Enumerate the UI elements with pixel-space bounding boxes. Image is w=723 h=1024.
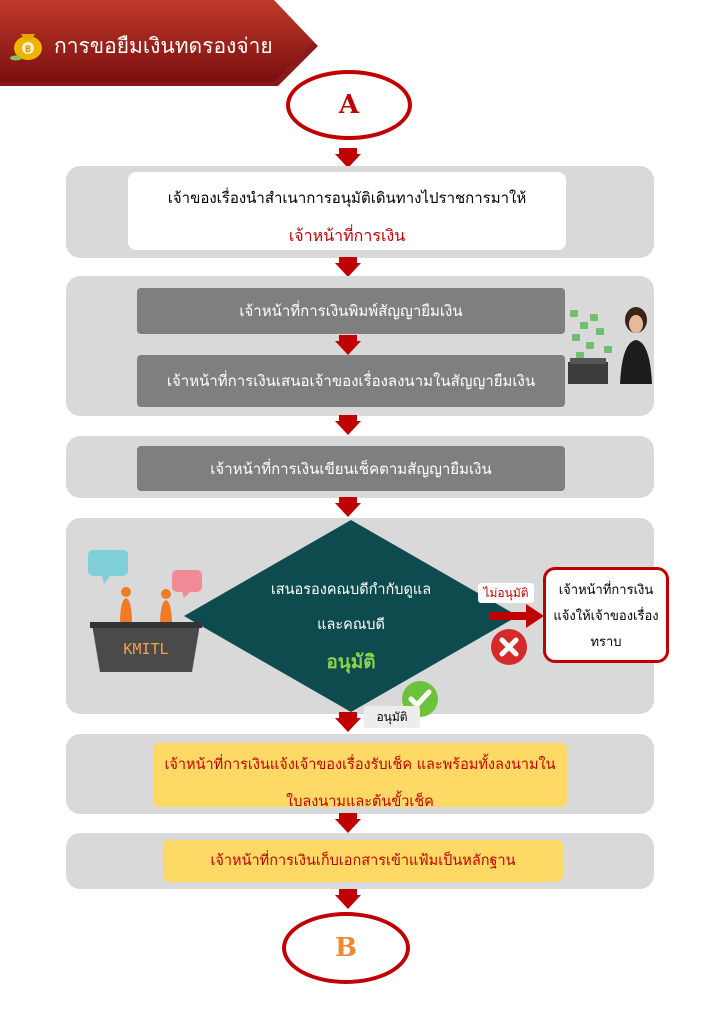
svg-text:฿: ฿ (25, 44, 31, 55)
reject-x-icon (491, 629, 527, 665)
reject-label: ไม่อนุมัติ (478, 583, 534, 603)
podium-logo-text: KMITL (123, 640, 169, 658)
start-label: A (338, 90, 360, 120)
step1-box: เจ้าของเรื่องนำสำเนาการอนุมัติเดินทางไปร… (128, 172, 566, 250)
flow-arrow (335, 497, 361, 517)
page-title: การขอยืมเงินทดรองจ่าย (54, 34, 273, 58)
flow-arrow (335, 813, 361, 833)
decision-text-3: อนุมัติ (326, 651, 376, 673)
step4-box: เจ้าหน้าที่การเงินเขียนเช็คตามสัญญายืมเง… (137, 446, 565, 491)
step1-highlight: เจ้าหน้าที่การเงิน (288, 226, 406, 245)
reject-text-2: แจ้งให้เจ้าของเรื่อง (553, 609, 659, 624)
step2-box: เจ้าหน้าที่การเงินพิมพ์สัญญายืมเงิน (137, 288, 565, 334)
flow-arrow (335, 712, 361, 732)
officer-at-computer-illustration (568, 307, 652, 384)
flow-arrow (335, 415, 361, 435)
header-banner (0, 0, 318, 86)
flow-arrow (335, 889, 361, 909)
decision-text-2: และคณบดี (317, 617, 385, 633)
reject-arrow (490, 604, 544, 628)
reject-box: เจ้าหน้าที่การเงิน แจ้งให้เจ้าของเรื่อง … (543, 567, 669, 663)
reject-text-1: เจ้าหน้าที่การเงิน (558, 583, 654, 598)
approve-label: อนุมัติ (364, 706, 420, 728)
step6-box: เจ้าหน้าที่การเงินแจ้งเจ้าของเรื่องรับเช… (153, 743, 567, 810)
decision-text-1: เสนอรองคณบดีกำกับดูแล (270, 582, 432, 598)
decision-diamond (184, 520, 518, 712)
end-connector: B (282, 912, 410, 984)
step1-text: เจ้าของเรื่องนำสำเนาการอนุมัติเดินทางไปร… (167, 189, 527, 207)
meeting-podium-illustration (88, 550, 202, 672)
step6-text-1: เจ้าหน้าที่การเงินแจ้งเจ้าของเรื่องรับเช… (164, 757, 556, 773)
step6-text-2: ใบลงนามและต้นขั้วเช็ค (286, 794, 434, 810)
reject-text-3: ทราบ (590, 635, 622, 650)
money-bag-icon: ฿ (10, 34, 42, 61)
flow-arrow (335, 335, 361, 355)
end-label: B (335, 933, 357, 963)
step7-box: เจ้าหน้าที่การเงินเก็บเอกสารเข้าแฟ้มเป็น… (163, 840, 563, 882)
flow-arrow (335, 148, 361, 168)
flow-arrow (335, 257, 361, 277)
step3-box: เจ้าหน้าที่การเงินเสนอเจ้าของเรื่องลงนาม… (137, 355, 565, 407)
start-connector: A (286, 70, 412, 140)
